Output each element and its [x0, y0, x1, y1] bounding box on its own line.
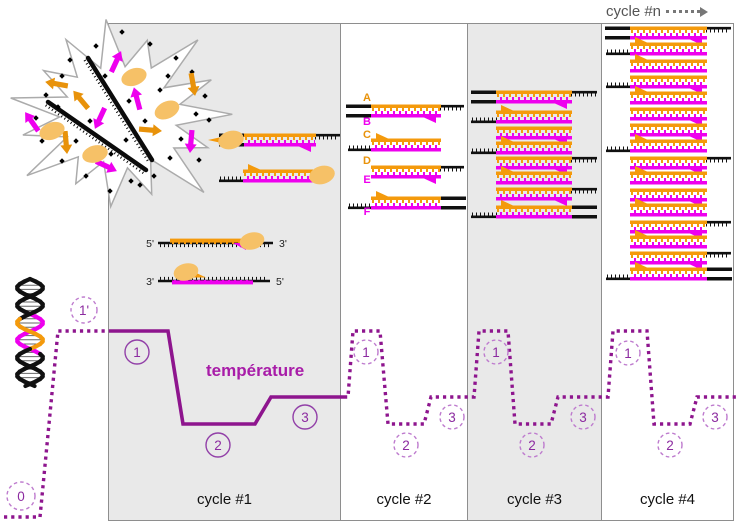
cycle-panel-3: cycle #3 [467, 23, 602, 521]
nucleotide-dot [83, 173, 89, 179]
nucleotide-dot [43, 92, 49, 98]
nucleotide-dot [39, 138, 45, 144]
primer-orange-icon [60, 130, 73, 154]
polymerase-oval [39, 121, 65, 141]
cycle-1-label: cycle #1 [196, 491, 253, 508]
cycle-n-header: cycle #n [606, 3, 709, 20]
cycle-2-label: cycle #2 [376, 491, 432, 508]
svg-text:0: 0 [17, 489, 25, 504]
cycle-n-dotted-line [666, 10, 701, 13]
nucleotide-dot [73, 138, 79, 144]
nucleotide-dot [33, 115, 39, 121]
cycle-3-label: cycle #3 [506, 491, 563, 508]
cycle-panel-2: cycle #2 [340, 23, 468, 521]
nucleotide-dot [59, 73, 65, 79]
nucleotide-dot [55, 104, 61, 110]
nucleotide-dot [102, 73, 108, 79]
temperature-label: température [206, 361, 305, 380]
svg-text:1': 1' [79, 303, 89, 318]
cycle-panel-4: cycle #4 [601, 23, 734, 521]
temperature-curve-dotted [4, 329, 110, 519]
temperature-step-marker: 0 [6, 481, 36, 511]
dna-double-helix [15, 276, 45, 389]
nucleotide-dot [87, 118, 93, 124]
nucleotide-dot [93, 43, 99, 49]
polymerase-oval [82, 145, 108, 163]
cycle-panel-1: cycle #1 [108, 23, 341, 521]
temperature-step-marker: 1' [70, 296, 98, 324]
cycle-n-arrow-icon [700, 6, 709, 17]
nucleotide-dot [67, 57, 73, 63]
primer-orange-icon [45, 77, 69, 90]
primer-magenta-icon [93, 106, 108, 129]
cycle-4-label: cycle #4 [639, 491, 696, 508]
cycle-n-label: cycle #n [606, 3, 662, 20]
nucleotide-dot [59, 158, 65, 164]
primer-orange-icon [73, 90, 91, 111]
primer-magenta-icon [25, 112, 41, 133]
